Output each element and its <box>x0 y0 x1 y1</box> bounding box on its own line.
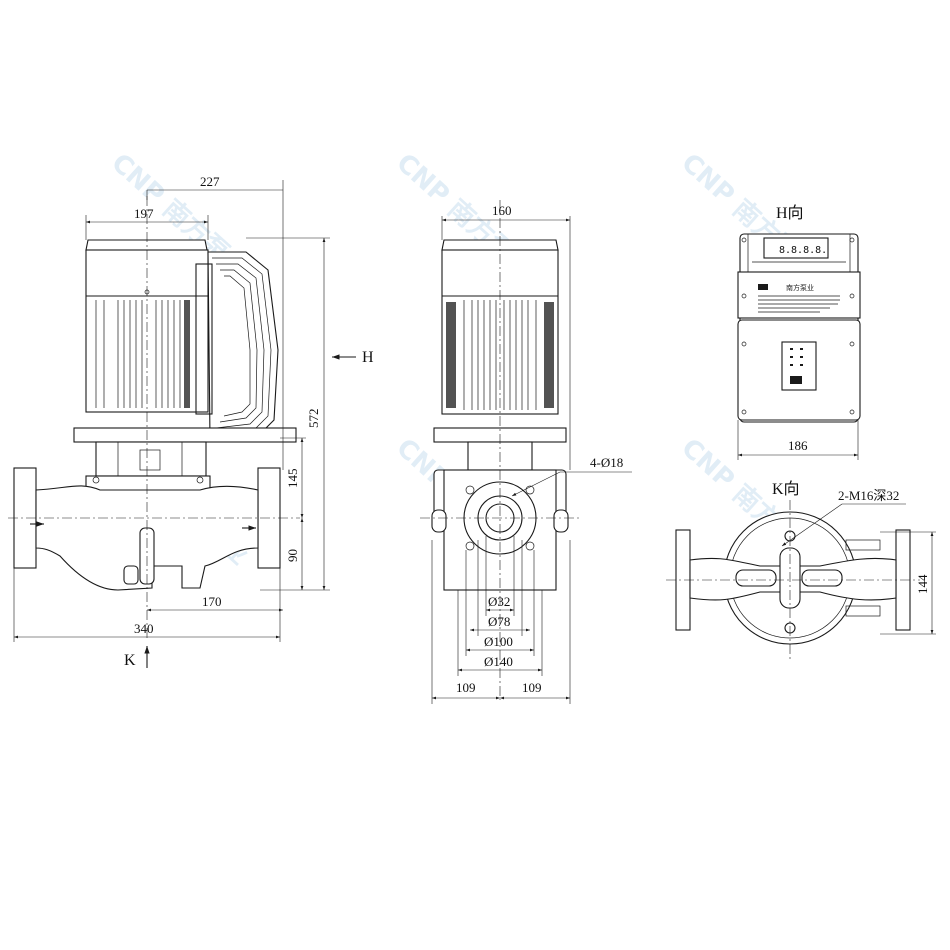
dim-340: 340 <box>134 621 154 636</box>
dim-572: 572 <box>306 409 321 429</box>
front-view: 227 197 572 145 90 H 170 340 K <box>8 174 374 669</box>
holes-note: 4-Ø18 <box>590 455 623 470</box>
h-view: H向 8.8.8.8. 南方泵业 <box>737 204 861 460</box>
k-direction-label: K <box>124 652 136 669</box>
dim-227: 227 <box>200 174 220 189</box>
dim-145: 145 <box>285 469 300 489</box>
dim-d32: Ø32 <box>488 594 510 609</box>
k-view: K向 2-M16深32 144 <box>666 480 936 660</box>
brand-label: 南方泵业 <box>786 283 814 292</box>
display-digits: 8.8.8.8. <box>779 245 827 256</box>
dim-d100: Ø100 <box>484 634 513 649</box>
h-direction-label: H <box>362 349 374 366</box>
dim-160: 160 <box>492 203 512 218</box>
dim-109-left: 109 <box>456 680 476 695</box>
dim-90: 90 <box>285 549 300 562</box>
dim-109-right: 109 <box>522 680 542 695</box>
dim-170: 170 <box>202 594 222 609</box>
h-view-title: H向 <box>776 204 804 222</box>
k-view-title: K向 <box>772 480 800 498</box>
dim-186: 186 <box>788 438 808 453</box>
dim-144: 144 <box>915 574 930 594</box>
side-view: 160 4-Ø18 Ø32 Ø78 Ø100 Ø140 109 109 <box>420 200 632 704</box>
dim-197: 197 <box>134 206 154 221</box>
dim-d140: Ø140 <box>484 654 513 669</box>
dim-d78: Ø78 <box>488 614 510 629</box>
thread-note: 2-M16深32 <box>838 488 899 503</box>
